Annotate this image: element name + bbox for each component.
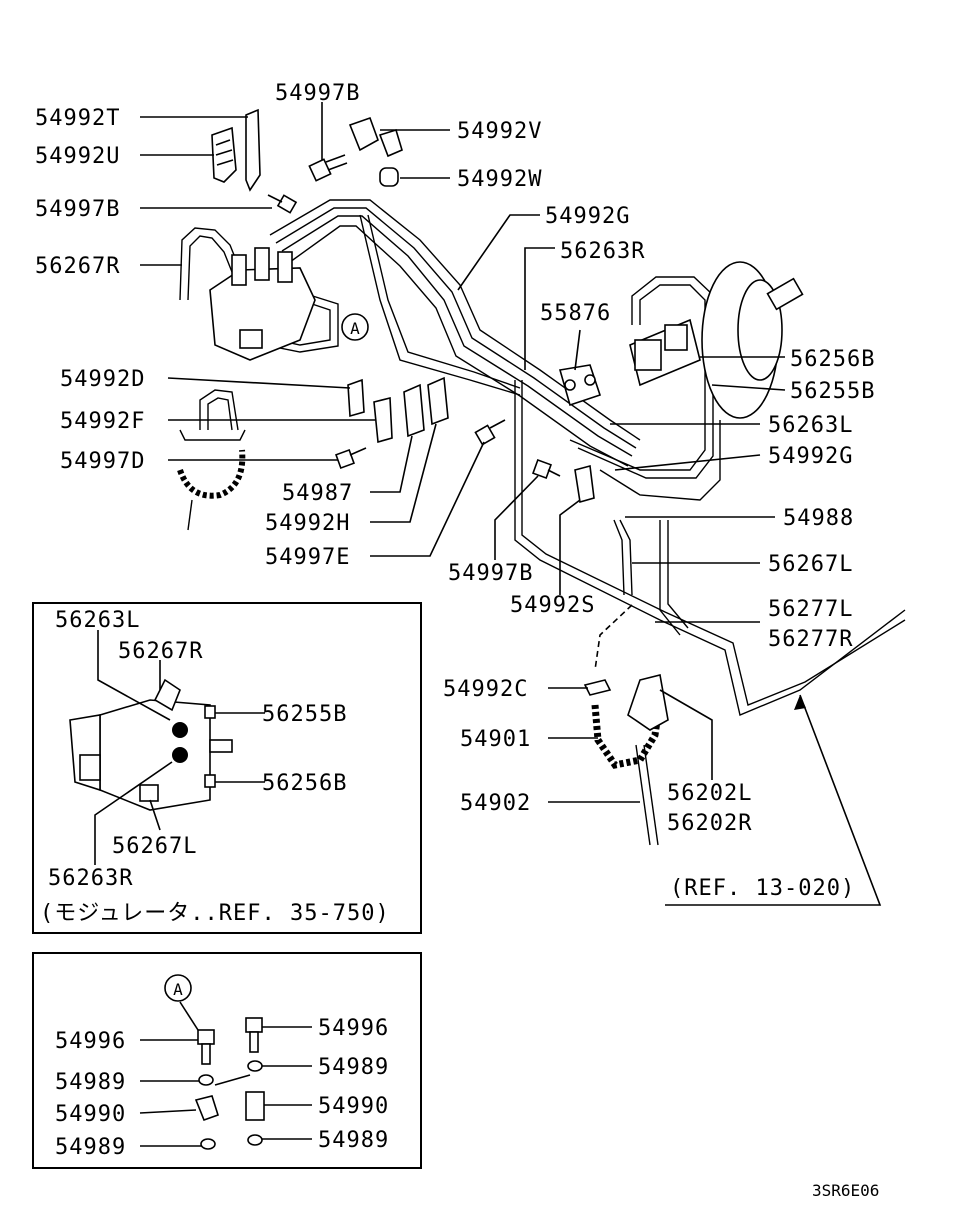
label-54992g-right: 54992G <box>768 444 853 469</box>
inset2-label-54989-right1: 54989 <box>318 1055 389 1080</box>
label-54992u: 54992U <box>35 144 120 169</box>
inset2-label-54996-left: 54996 <box>55 1029 126 1054</box>
inset1-label-56263r: 56263R <box>48 866 133 891</box>
clip-54992t <box>211 108 261 192</box>
label-56267r-left: 56267R <box>35 254 120 279</box>
inset-fittings-leaders <box>139 1001 312 1147</box>
ref-circle-a <box>341 313 369 341</box>
label-54992t: 54992T <box>35 106 120 131</box>
hose-54902 <box>635 744 659 846</box>
inset-fittings-drawing <box>194 1017 265 1150</box>
inset-modulator-leaders <box>94 630 265 865</box>
label-56263r-top: 56263R <box>560 239 645 264</box>
inset2-label-54989-left1: 54989 <box>55 1070 126 1095</box>
label-56267l-right: 56267L <box>768 552 853 577</box>
label-54992w: 54992W <box>457 167 542 192</box>
inset1-label-56256b: 56256B <box>262 771 347 796</box>
inset-modulator-frame <box>32 602 422 934</box>
label-54992d: 54992D <box>60 367 145 392</box>
label-56277l: 56277L <box>768 597 853 622</box>
label-54997b-mid: 54997B <box>448 561 533 586</box>
leader-lines <box>140 102 882 906</box>
dashed-connector <box>594 604 633 671</box>
label-56255b: 56255B <box>790 379 875 404</box>
label-54997b-left: 54997B <box>35 197 120 222</box>
label-54901: 54901 <box>460 727 531 752</box>
inset1-label-56263l: 56263L <box>55 608 140 633</box>
bracket-54987 <box>403 383 425 438</box>
label-54992h: 54992H <box>265 511 350 536</box>
ref-arrow-head <box>794 695 806 710</box>
inset1-label-56267r: 56267R <box>118 639 203 664</box>
clip-54992s <box>574 464 595 504</box>
label-54992c: 54992C <box>443 677 528 702</box>
left-hose-loop <box>177 389 246 531</box>
label-56277r: 56277R <box>768 627 853 652</box>
inset2-label-54990-right: 54990 <box>318 1094 389 1119</box>
label-54992v: 54992V <box>457 119 542 144</box>
label-54992f: 54992F <box>60 409 145 434</box>
bolt-54997d <box>335 447 367 469</box>
inset1-label-56255b: 56255B <box>262 702 347 727</box>
inset-fittings-frame <box>32 952 422 1169</box>
clip-54992c <box>583 679 612 696</box>
label-55876: 55876 <box>540 301 611 326</box>
clip-54992h <box>427 376 449 426</box>
label-54997e: 54997E <box>265 545 350 570</box>
bolt-54997b-top <box>308 154 348 182</box>
diagram-code: 3SR6E06 <box>812 1181 879 1200</box>
bolt-54997e <box>474 419 506 446</box>
clip-54992f <box>373 396 393 444</box>
ref-circle-a-label: A <box>350 319 360 338</box>
inset1-caption: (モジュレータ..REF. 35-750) <box>40 901 390 926</box>
brake-booster <box>629 261 804 419</box>
label-54992g-top: 54992G <box>545 204 630 229</box>
inset2-label-54989-right2: 54989 <box>318 1128 389 1153</box>
label-54997b-top: 54997B <box>275 81 360 106</box>
label-54992s: 54992S <box>510 593 595 618</box>
bolt-54997b-mid <box>532 459 561 479</box>
label-54902: 54902 <box>460 791 531 816</box>
hose-54901 <box>591 699 664 769</box>
label-ref-13-020: (REF. 13-020) <box>670 876 855 901</box>
inset2-label-54990-left: 54990 <box>55 1102 126 1127</box>
label-54988: 54988 <box>783 506 854 531</box>
label-56202r: 56202R <box>667 811 752 836</box>
bolt-54997b-left <box>267 194 298 214</box>
label-54997d: 54997D <box>60 449 145 474</box>
inset2-label-54989-left2: 54989 <box>55 1135 126 1160</box>
proportioning-valve <box>558 364 602 407</box>
inset2-label-54996-right: 54996 <box>318 1016 389 1041</box>
label-56202l: 56202L <box>667 781 752 806</box>
inset1-label-56267l: 56267L <box>112 834 197 859</box>
brake-pipes <box>179 199 906 716</box>
clip-54992d <box>347 378 365 418</box>
inset-modulator-drawing <box>69 678 233 811</box>
inset2-circle-a <box>164 974 192 1002</box>
label-56256b: 56256B <box>790 347 875 372</box>
clip-54992v-w <box>348 116 403 187</box>
bracket-56202 <box>627 674 669 731</box>
label-56263l-right: 56263L <box>768 413 853 438</box>
hydraulic-modulator <box>209 247 316 361</box>
label-54987: 54987 <box>282 481 353 506</box>
inset2-circle-a-label: A <box>173 980 183 999</box>
